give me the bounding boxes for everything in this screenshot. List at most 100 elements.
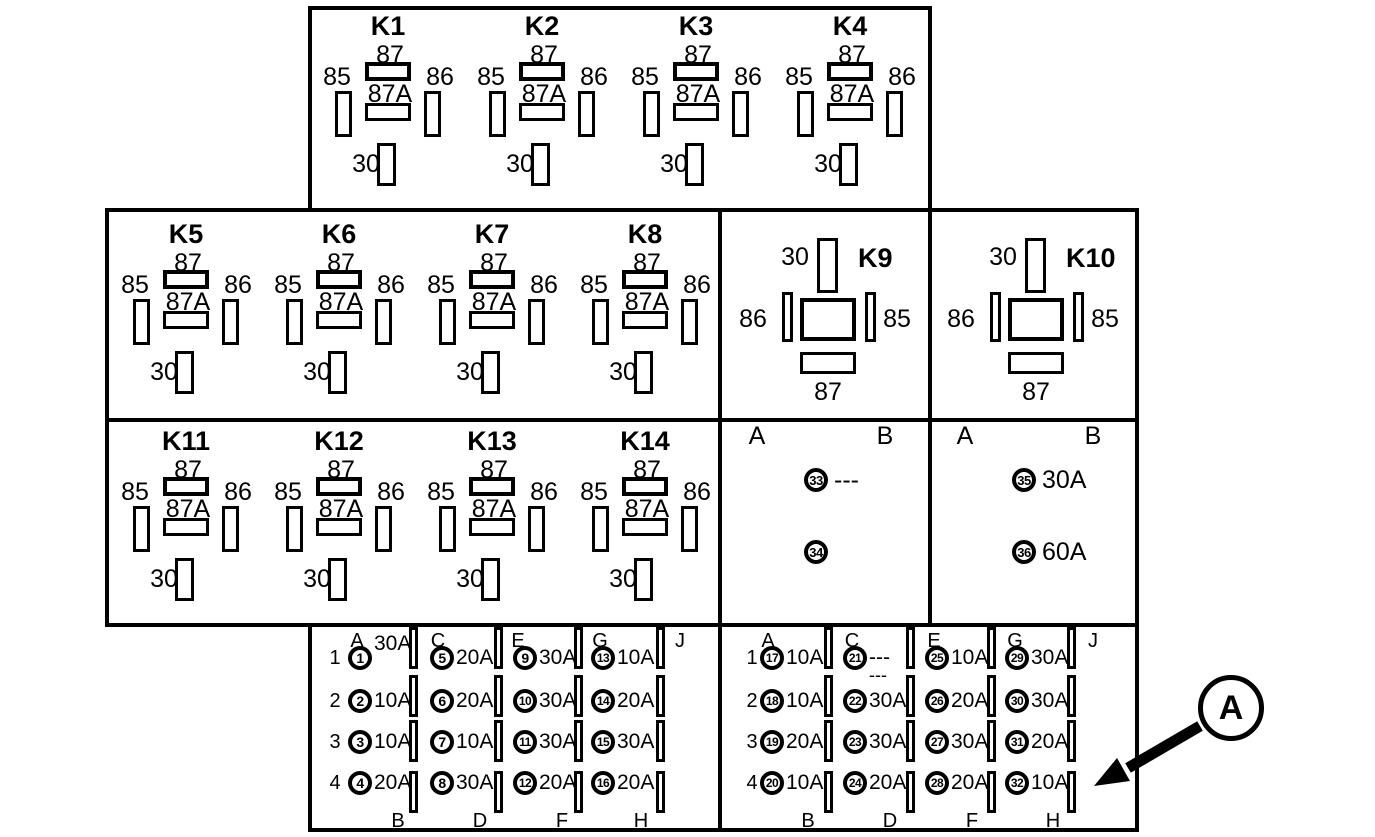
relay-k9-body <box>800 298 856 341</box>
relay-k5-pin-30-terminal <box>175 351 194 394</box>
connector-bar <box>1067 627 1076 669</box>
connector-bar <box>494 627 503 669</box>
connector-bar <box>409 627 418 669</box>
relay-k4-pin-86-terminal <box>886 91 903 137</box>
relay-k2-label: K2 <box>524 11 560 41</box>
relay-k2-pin-87a-terminal <box>519 103 565 121</box>
relay-k14-pin-30-label: 30 <box>609 565 637 593</box>
fuse-row-number-1: 1 <box>329 647 341 669</box>
connector-bar <box>656 675 665 717</box>
fuse-row-number-4: 4 <box>746 772 758 794</box>
connector-bar <box>494 771 503 813</box>
fuse-3: 3 <box>348 730 372 754</box>
relay-k2-pin-87-terminal <box>519 62 565 81</box>
relay-k5-pin-85-terminal <box>133 299 150 345</box>
relay-k6-pin-30-terminal <box>328 351 347 394</box>
relay-k10-body <box>1008 298 1064 341</box>
relay-k11-pin-86-label: 86 <box>224 478 252 506</box>
fuse-12-rating: 20A <box>539 771 577 794</box>
fuse-16: 16 <box>591 771 615 795</box>
relay-k13-pin-86-label: 86 <box>530 478 558 506</box>
fuse-column-letter-bottom-h: H <box>1045 810 1061 832</box>
connector-bar <box>1067 771 1076 813</box>
fuse-26: 26 <box>925 689 949 713</box>
maxi-fuse-33: 33 <box>804 468 828 492</box>
fuse-column-letter-top-j: J <box>1088 630 1098 652</box>
fuse-13-rating: 10A <box>617 646 655 669</box>
relay-k6-pin-86-terminal <box>375 299 392 345</box>
fuse-5: 5 <box>430 646 454 670</box>
relay-k5-pin-86-terminal <box>222 299 239 345</box>
relay-k1-pin-85-label: 85 <box>323 63 351 91</box>
relay-k4-pin-30-label: 30 <box>814 150 842 178</box>
connector-bar <box>409 771 418 813</box>
fuse-7: 7 <box>430 730 454 754</box>
relay-k9-pin-85-label: 85 <box>883 305 911 333</box>
fuse-25-rating: 10A <box>951 646 989 669</box>
relay-k5-pin-30-label: 30 <box>150 358 178 386</box>
maxi-fuse-36-rating: 60A <box>1042 538 1087 566</box>
relay-k14-pin-85-terminal <box>592 506 609 552</box>
relay-k11-pin-85-label: 85 <box>121 478 149 506</box>
relay-k9-pin-87-label: 87 <box>814 378 842 406</box>
relay-k6-pin-30-label: 30 <box>303 358 331 386</box>
relay-k8-pin-30-terminal <box>634 351 653 394</box>
fuse-20: 20 <box>760 771 784 795</box>
relay-k12-pin-86-label: 86 <box>377 478 405 506</box>
connector-bar <box>1067 720 1076 762</box>
relay-k2-pin-87a-label: 87A <box>521 80 567 108</box>
relay-k4-pin-85-label: 85 <box>785 63 813 91</box>
fuse-9: 9 <box>513 646 537 670</box>
fuse-10-rating: 30A <box>539 689 577 712</box>
relay-k3-pin-30-terminal <box>685 143 704 186</box>
maxi-fuse-35-rating: 30A <box>1042 466 1087 494</box>
relay-k5-label: K5 <box>168 219 204 249</box>
fuse-24-rating: 20A <box>869 771 907 794</box>
relay-k1-pin-86-label: 86 <box>426 63 454 91</box>
relay-k1-pin-85-terminal <box>335 91 352 137</box>
fuse-column-letter-bottom-f: F <box>965 810 979 832</box>
relay-k4-pin-86-label: 86 <box>888 63 916 91</box>
fuse-column-letter-top-j: J <box>675 630 685 652</box>
relay-k5-pin-87-terminal <box>163 270 209 289</box>
fuse-4: 4 <box>348 771 372 795</box>
relay-k9-pin-86-label: 86 <box>739 305 767 333</box>
connector-bar <box>1067 675 1076 717</box>
connector-bar <box>656 627 665 669</box>
relay-k9-pin-30-label: 30 <box>781 243 809 271</box>
relay-k7-pin-30-terminal <box>481 351 500 394</box>
fuse-18-rating: 10A <box>786 689 824 712</box>
relay-k2-pin-85-label: 85 <box>477 63 505 91</box>
relay-k3-pin-30-label: 30 <box>660 150 688 178</box>
connector-bar <box>409 720 418 762</box>
fuse-28: 28 <box>925 771 949 795</box>
relay-k8-pin-86-label: 86 <box>683 271 711 299</box>
relay-k7-label: K7 <box>474 219 510 249</box>
fuse-column-letter-bottom-d: D <box>472 810 488 832</box>
connector-bar <box>987 675 996 717</box>
relay-k11-pin-30-terminal <box>175 558 194 601</box>
fuse-2-rating: 10A <box>374 689 412 712</box>
relay-k14-pin-85-label: 85 <box>580 478 608 506</box>
fuse-panel-right <box>718 623 1139 832</box>
relay-k14-pin-87-terminal <box>622 477 668 496</box>
fuse-6-rating: 20A <box>456 689 494 712</box>
fuse-row-number-2: 2 <box>329 690 341 712</box>
relay-k2-pin-30-label: 30 <box>506 150 534 178</box>
relay-k12-pin-30-terminal <box>328 558 347 601</box>
fuse-11-rating: 30A <box>539 730 577 753</box>
relay-k8-label: K8 <box>627 219 663 249</box>
fuse-21-rating: --- <box>869 646 890 669</box>
relay-k3-pin-86-terminal <box>732 91 749 137</box>
relay-k2-pin-85-terminal <box>489 91 506 137</box>
maxi-fuse-36: 36 <box>1012 540 1036 564</box>
maxi-fuse-33-rating: --- <box>834 466 859 494</box>
relay-k14-pin-86-label: 86 <box>683 478 711 506</box>
fuse-row-number-2: 2 <box>746 690 758 712</box>
relay-k4-pin-30-terminal <box>839 143 858 186</box>
fuse-8-rating: 30A <box>456 771 494 794</box>
relay-k1-pin-30-terminal <box>377 143 396 186</box>
callout-a-label: A <box>1218 688 1244 727</box>
fuse-22-rating: 30A <box>869 689 907 712</box>
